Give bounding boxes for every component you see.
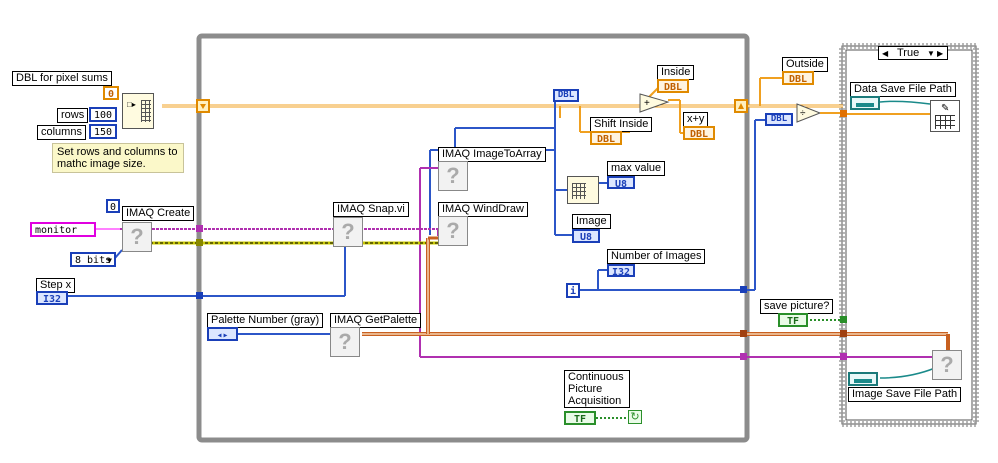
array-max-icon xyxy=(572,183,586,199)
columns-label: columns xyxy=(37,125,86,140)
bits-enum-value: 8 bits xyxy=(75,255,112,266)
case-selector[interactable]: ◀ True ▼ ▶ xyxy=(878,46,948,60)
divide-function xyxy=(796,103,822,123)
tunnel xyxy=(740,286,747,293)
data-save-path-label: Data Save File Path xyxy=(850,82,956,97)
imaq-winddraw-label: IMAQ WindDraw xyxy=(438,202,528,217)
imaq-getpalette-label: IMAQ GetPalette xyxy=(330,313,422,328)
number-of-images-indicator: I32 xyxy=(607,264,635,278)
svg-text:÷: ÷ xyxy=(800,108,806,119)
chevron-down-icon: ▼ xyxy=(107,256,112,265)
imaq-create-constant[interactable]: 0 xyxy=(106,199,120,213)
image-label: Image xyxy=(572,214,611,229)
write-spreadsheet-node[interactable]: ✎ xyxy=(930,100,960,132)
inside-indicator: DBL xyxy=(657,79,689,93)
case-selector-value: True xyxy=(897,47,920,59)
number-of-images-label: Number of Images xyxy=(607,249,706,264)
add-function xyxy=(639,93,670,113)
imaq-winddraw-subvi[interactable]: ? xyxy=(438,216,468,246)
tunnel xyxy=(196,225,203,232)
loop-condition-icon[interactable]: ↻ xyxy=(628,410,642,424)
imaq-getpalette-subvi[interactable]: ? xyxy=(330,327,360,357)
tunnel xyxy=(840,353,847,360)
shift-inside-label: Shift Inside xyxy=(590,117,653,132)
tunnel xyxy=(196,239,203,246)
outside-label: Outside xyxy=(782,57,828,72)
imaq-imagetoarray-label: IMAQ ImageToArray xyxy=(438,147,546,162)
imaq-create-subvi[interactable]: ? xyxy=(122,222,152,252)
continuous-acquisition-control[interactable]: TF xyxy=(564,411,596,425)
path-icon xyxy=(854,379,872,383)
palette-number-control[interactable]: ◂▸ xyxy=(207,327,238,341)
image-save-path-control[interactable] xyxy=(848,372,878,386)
xy-label: x+y xyxy=(683,112,709,127)
tunnel xyxy=(840,330,847,337)
array-max-min-node[interactable] xyxy=(567,176,599,204)
iteration-terminal: i xyxy=(566,283,580,298)
step-x-control[interactable]: I32 xyxy=(36,291,68,305)
dbl-pixel-sums-label: DBL for pixel sums xyxy=(12,71,112,86)
xy-indicator: DBL xyxy=(683,126,715,140)
rows-label: rows xyxy=(57,108,89,123)
svg-text:+: + xyxy=(644,98,650,109)
while-loop-frame xyxy=(196,33,750,443)
max-value-indicator: U8 xyxy=(607,176,635,190)
palette-number-label: Palette Number (gray) xyxy=(207,313,324,328)
tunnel xyxy=(740,353,747,360)
inside-label: Inside xyxy=(657,65,695,80)
array-icon xyxy=(141,100,151,122)
step-x-label: Step x xyxy=(36,278,76,293)
imaq-create-label: IMAQ Create xyxy=(122,206,195,221)
initialize-array-node[interactable]: □▸ xyxy=(122,93,154,129)
columns-constant[interactable]: 150 xyxy=(89,124,117,139)
dbl-pixel-sums-constant[interactable]: 0 xyxy=(103,86,119,100)
case-increment-icon[interactable]: ▶ xyxy=(937,49,944,58)
bits-enum-constant[interactable]: 8 bits▼ xyxy=(70,252,116,267)
tunnel xyxy=(196,292,203,299)
dbl-conversion-node[interactable]: DBL xyxy=(553,89,579,102)
tunnel xyxy=(840,110,847,117)
save-picture-control[interactable]: TF xyxy=(778,313,808,327)
imaq-snap-label: IMAQ Snap.vi xyxy=(333,202,409,217)
save-picture-label: save picture? xyxy=(760,299,834,314)
data-save-path-control[interactable] xyxy=(850,96,880,110)
image-save-path-label: Image Save File Path xyxy=(848,387,962,402)
imaq-imagetoarray-subvi[interactable]: ? xyxy=(438,161,468,191)
case-decrement-icon[interactable]: ◀ xyxy=(882,49,889,58)
tunnel xyxy=(740,330,747,337)
continuous-acquisition-label: Continuous Picture Acquisition xyxy=(564,370,630,408)
rows-columns-note: Set rows and columns to mathc image size… xyxy=(52,143,184,173)
spreadsheet-icon xyxy=(935,115,955,129)
imaq-snap-subvi[interactable]: ? xyxy=(333,217,363,247)
outside-indicator: DBL xyxy=(782,71,814,85)
dbl-conversion-outside[interactable]: DBL xyxy=(765,113,793,126)
image-save-subvi[interactable]: ? xyxy=(932,350,962,380)
tunnel xyxy=(840,316,847,323)
path-icon xyxy=(856,103,874,107)
case-dropdown-icon[interactable]: ▼ xyxy=(927,49,935,58)
rows-constant[interactable]: 100 xyxy=(89,107,117,122)
dot-icon: □▸ xyxy=(127,100,136,109)
max-value-label: max value xyxy=(607,161,666,176)
image-indicator: U8 xyxy=(572,229,600,243)
monitor-string-constant[interactable]: monitor xyxy=(30,222,96,237)
pencil-icon: ✎ xyxy=(941,103,950,114)
shift-inside-indicator: DBL xyxy=(590,131,622,145)
